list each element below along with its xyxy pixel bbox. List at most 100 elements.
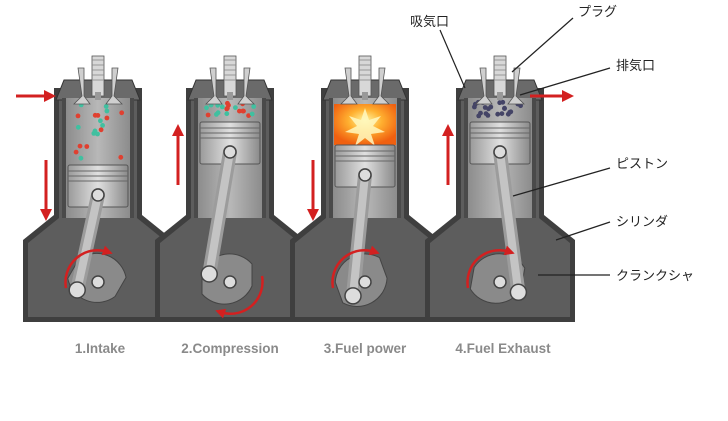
gas-particle [119, 110, 125, 116]
label-crankshaft: クランクシャ [616, 269, 694, 284]
stage-label-2: 2.Compression [181, 341, 279, 356]
exhaust-valve [372, 67, 390, 105]
label-exhaust-port: 排気口 [616, 58, 655, 74]
stage-label-4: 4.Fuel Exhaust [455, 341, 551, 356]
intake-valve [205, 67, 223, 105]
cylinder-wall-right [130, 98, 134, 218]
exhaust-valve [237, 67, 255, 105]
gas-particle [215, 110, 221, 116]
engine-stage-2 [155, 55, 305, 322]
gas-particle [495, 111, 501, 117]
gas-particle [92, 112, 98, 118]
label-intake-port: 吸気口 [410, 14, 449, 30]
intake-valve [475, 67, 493, 105]
gas-particle [75, 124, 81, 130]
gas-particle [77, 143, 83, 149]
piston-pin-top [91, 188, 105, 202]
crank-pin [200, 265, 218, 283]
gas-particle [237, 108, 242, 114]
gas-particle [486, 106, 491, 112]
connecting-rod-highlight [73, 191, 102, 294]
gas-particle [100, 123, 105, 128]
crankshaft-center [91, 275, 105, 289]
leader-plug [511, 17, 574, 73]
cylinder-wall-right [262, 98, 266, 218]
exhaust-valve [105, 67, 123, 105]
gas-particle [502, 106, 507, 111]
cylinder-wall-left [464, 98, 468, 218]
gas-particle [505, 111, 511, 117]
gas-particle [233, 105, 238, 110]
spark-plug-body [223, 55, 237, 97]
gas-particle [249, 111, 255, 117]
gas-particle [98, 127, 104, 133]
gas-particle [204, 105, 209, 111]
gas-particle [78, 155, 84, 161]
gas-particle [104, 115, 110, 121]
spark-plug-body [91, 55, 105, 97]
engine-stage-1 [16, 55, 173, 322]
connecting-rod-highlight [349, 171, 369, 300]
crank-pin [68, 281, 86, 299]
gas-particle [497, 100, 503, 106]
gas-particle [225, 100, 230, 106]
leader-exhaust [519, 67, 611, 96]
spark-plug-tip [227, 92, 233, 100]
piston-pin-top [493, 145, 507, 159]
connecting-rod-highlight [496, 148, 523, 297]
gas-particle [251, 104, 257, 109]
gas-particle [84, 144, 90, 149]
connecting-rod-highlight [205, 148, 234, 278]
stage-labels: 1.Intake 2.Compression 3.Fuel power 4.Fu… [75, 341, 551, 356]
crankshaft-center [493, 275, 507, 289]
crank-pin [344, 287, 362, 305]
rotation-arrow [64, 245, 113, 289]
gas-particle [118, 154, 124, 160]
label-piston: ピストン [616, 157, 668, 172]
gas-particle [240, 108, 246, 114]
gas-particle [103, 104, 109, 109]
gas-particle [224, 111, 230, 117]
intake-valve [340, 67, 358, 105]
leader-intake [439, 29, 466, 89]
stage-label-1: 1.Intake [75, 341, 126, 356]
engine-stage-3 [290, 55, 440, 322]
cylinder-wall-left [329, 98, 333, 218]
rotation-arrow [331, 245, 380, 289]
spark-plug-tip [95, 92, 101, 100]
annotations: 吸気口 プラグ 排気口 ピストン シリンダ クランクシャ [410, 5, 694, 284]
spark-flash [345, 108, 385, 146]
engine-stage-4 [425, 55, 575, 322]
gas-particle [205, 112, 211, 118]
gas-particle [225, 105, 230, 111]
gas-particle [91, 131, 97, 136]
gas-particle [73, 149, 79, 155]
cylinder-wall-left [62, 98, 66, 218]
spark-plug-body [493, 55, 507, 97]
gas-particle [478, 110, 483, 116]
stage-label-3: 3.Fuel power [324, 341, 407, 356]
gas-particle [499, 111, 505, 116]
crank-pin [509, 283, 528, 302]
cylinder-wall-left [194, 98, 198, 218]
spark-plug-body [358, 55, 372, 97]
exhaust-valve [507, 67, 525, 105]
cylinder-wall-right [532, 98, 536, 218]
rotation-arrow [215, 275, 264, 319]
crankshaft-center [358, 275, 372, 289]
gas-particle [104, 108, 110, 114]
leader-piston [512, 167, 611, 197]
gas-particle [75, 113, 81, 119]
label-spark-plug: プラグ [578, 5, 617, 20]
crankshaft-center [223, 275, 237, 289]
spark-plug-tip [497, 92, 503, 100]
rotation-arrow [466, 245, 515, 289]
gas-particle [219, 104, 225, 110]
spark-plug-tip [362, 92, 368, 100]
gas-particle [98, 118, 103, 124]
engines-group [16, 55, 575, 322]
leader-cylinder [555, 221, 611, 241]
piston-pin-top [358, 168, 372, 182]
piston-pin-top [223, 145, 237, 159]
